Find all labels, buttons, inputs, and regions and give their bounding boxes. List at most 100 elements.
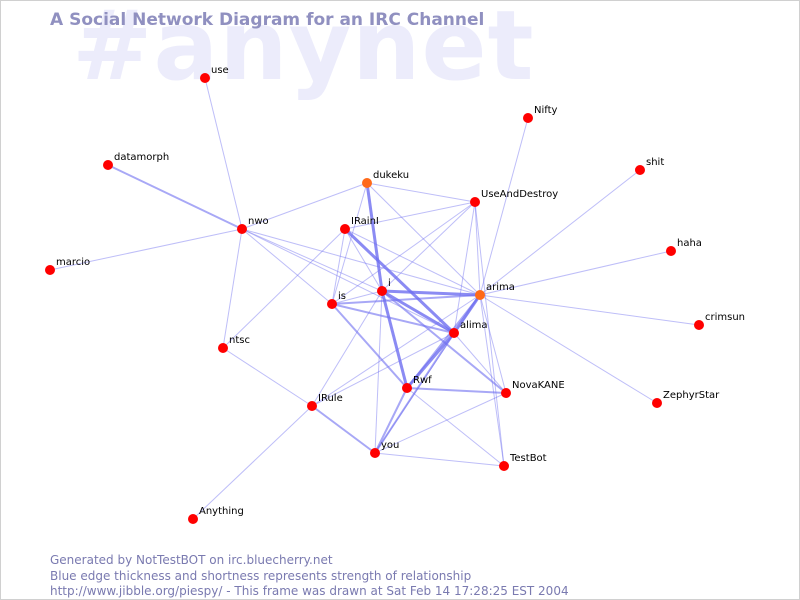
node-IRule[interactable]: IRule: [307, 393, 343, 411]
node-ntsc[interactable]: ntsc: [218, 335, 250, 353]
node-label-UseAndDestroy: UseAndDestroy: [481, 189, 558, 200]
node-dot-ntsc[interactable]: [218, 343, 228, 353]
channel-watermark: #anynet: [72, 0, 535, 102]
edges-layer: [49, 77, 700, 520]
edge-nwo-alima: [241, 228, 455, 334]
edge-arima-Nifty: [479, 117, 529, 296]
edge-IRule-Anything: [192, 405, 313, 520]
edge-is-i: [331, 290, 383, 305]
node-datamorph[interactable]: datamorph: [103, 152, 169, 170]
node-label-dukeku: dukeku: [373, 170, 409, 181]
node-Anything[interactable]: Anything: [188, 506, 244, 524]
edge-arima-crimsun: [479, 294, 700, 326]
edge-nwo-is: [241, 228, 333, 305]
node-crimsun[interactable]: crimsun: [694, 312, 745, 330]
node-alima[interactable]: alima: [449, 320, 488, 338]
edge-IRule-i: [311, 290, 383, 407]
node-nwo[interactable]: nwo: [237, 216, 269, 234]
node-dot-is[interactable]: [327, 299, 337, 309]
node-i[interactable]: i: [377, 278, 391, 296]
node-label-Nifty: Nifty: [534, 105, 558, 116]
node-dot-use[interactable]: [200, 73, 210, 83]
node-use[interactable]: use: [200, 65, 229, 83]
node-dot-Anything[interactable]: [188, 514, 198, 524]
edge-arima-IRule: [311, 294, 481, 407]
node-dot-IRainI[interactable]: [340, 224, 350, 234]
edge-i-you: [374, 290, 383, 454]
node-dot-crimsun[interactable]: [694, 320, 704, 330]
node-NovaKANE[interactable]: NovaKANE: [501, 380, 565, 398]
node-you[interactable]: you: [370, 440, 399, 458]
node-label-haha: haha: [677, 238, 702, 249]
edge-UseAndDestroy-TestBot: [474, 201, 505, 467]
edge-i-alima: [381, 289, 455, 335]
node-dot-TestBot[interactable]: [499, 461, 509, 471]
footer-generated-by: Generated by NotTestBOT on irc.bluecherr…: [50, 553, 333, 567]
node-dot-haha[interactable]: [666, 246, 676, 256]
node-dukeku[interactable]: dukeku: [362, 170, 409, 188]
edge-nwo-i: [241, 228, 383, 292]
node-dot-shit[interactable]: [635, 165, 645, 175]
node-is[interactable]: is: [327, 291, 346, 309]
node-Nifty[interactable]: Nifty: [523, 105, 558, 123]
edge-arima-haha: [479, 250, 672, 296]
node-dot-Rwf[interactable]: [402, 383, 412, 393]
edge-nwo-ntsc: [222, 228, 243, 349]
edge-IRainI-UseAndDestroy: [344, 201, 476, 230]
node-dot-marcio[interactable]: [45, 265, 55, 275]
node-marcio[interactable]: marcio: [45, 257, 90, 275]
edge-you-TestBot: [374, 452, 505, 467]
node-ZephyrStar[interactable]: ZephyrStar: [652, 390, 720, 408]
edge-ntsc-IRule: [222, 347, 313, 407]
node-label-NovaKANE: NovaKANE: [512, 380, 565, 391]
node-label-crimsun: crimsun: [705, 312, 745, 323]
edge-i-arima: [381, 289, 481, 297]
node-dot-i[interactable]: [377, 286, 387, 296]
node-shit[interactable]: shit: [635, 157, 664, 175]
node-IRainI[interactable]: IRainI: [340, 216, 379, 234]
node-dot-NovaKANE[interactable]: [501, 388, 511, 398]
node-haha[interactable]: haha: [666, 238, 702, 256]
edge-alima-you: [374, 332, 455, 454]
edge-arima-ZephyrStar: [479, 294, 658, 404]
node-Rwf[interactable]: Rwf: [402, 375, 432, 393]
node-label-datamorph: datamorph: [114, 152, 169, 163]
edge-Rwf-TestBot: [406, 387, 505, 467]
edge-nwo-arima: [241, 228, 481, 296]
edge-i-Rwf: [380, 290, 409, 389]
node-label-you: you: [381, 440, 399, 451]
node-dot-you[interactable]: [370, 448, 380, 458]
node-dot-dukeku[interactable]: [362, 178, 372, 188]
edge-IRainI-alima: [343, 227, 456, 335]
node-dot-arima[interactable]: [475, 290, 485, 300]
node-arima[interactable]: arima: [475, 282, 515, 300]
node-dot-UseAndDestroy[interactable]: [470, 197, 480, 207]
node-UseAndDestroy[interactable]: UseAndDestroy: [470, 189, 558, 207]
node-dot-ZephyrStar[interactable]: [652, 398, 662, 408]
edge-alima-NovaKANE: [453, 332, 507, 394]
node-dot-Nifty[interactable]: [523, 113, 533, 123]
edge-nwo-dukeku: [241, 182, 368, 230]
node-label-nwo: nwo: [248, 216, 269, 227]
edge-marcio-nwo: [49, 228, 243, 271]
node-TestBot[interactable]: TestBot: [499, 453, 547, 471]
node-dot-IRule[interactable]: [307, 401, 317, 411]
edge-i-UseAndDestroy: [381, 201, 476, 292]
node-label-arima: arima: [486, 282, 515, 293]
node-label-Rwf: Rwf: [413, 375, 432, 386]
edge-dukeku-i: [365, 182, 384, 292]
node-dot-datamorph[interactable]: [103, 160, 113, 170]
edge-Rwf-NovaKANE: [406, 387, 507, 394]
node-label-alima: alima: [460, 320, 488, 331]
edge-IRule-you: [311, 405, 376, 454]
edge-dukeku-UseAndDestroy: [366, 182, 476, 203]
edge-use-nwo: [204, 77, 243, 230]
node-label-i: i: [388, 278, 391, 289]
node-dot-nwo[interactable]: [237, 224, 247, 234]
node-dot-alima[interactable]: [449, 328, 459, 338]
footer-source-url: http://www.jibble.org/piespy/ - This fra…: [50, 584, 569, 598]
edge-datamorph-nwo: [107, 164, 243, 230]
node-label-ZephyrStar: ZephyrStar: [663, 390, 720, 401]
